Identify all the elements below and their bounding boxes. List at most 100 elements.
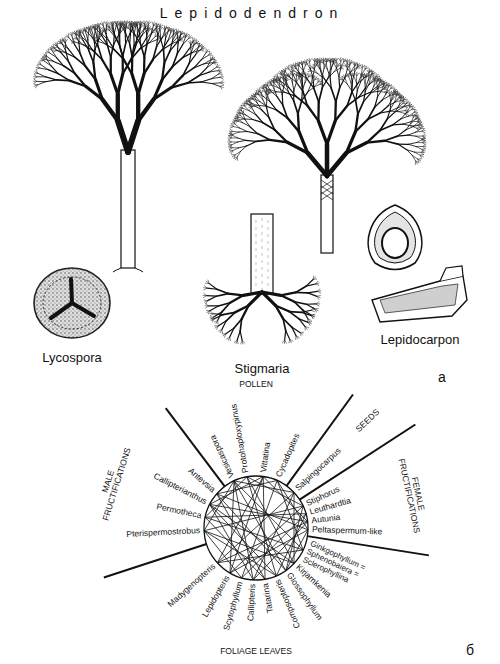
tree-branch (46, 80, 57, 82)
leaf-tuft (214, 321, 218, 323)
leaf-tuft (62, 38, 64, 41)
tree-branch (199, 72, 209, 76)
tree-branch (398, 144, 407, 150)
tree-branch (375, 100, 383, 107)
leaf-tuft (310, 59, 312, 62)
leaf-tuft (210, 318, 214, 320)
trunk-hatching (321, 180, 333, 200)
leaf-tuft (223, 334, 226, 336)
leaf-tuft (79, 32, 81, 36)
leaf-tuft (345, 59, 347, 62)
leaf-tuft (275, 74, 278, 77)
tree-branch (281, 295, 295, 302)
tree-branch (368, 113, 380, 119)
tree-branch (275, 305, 283, 318)
leaf-tuft (42, 59, 46, 60)
leaf-tuft (50, 47, 52, 50)
tree-branch (119, 36, 120, 47)
tree-branch (116, 94, 120, 120)
tree-branch (327, 121, 335, 144)
tree-branch (336, 88, 340, 102)
leaf-tuft (219, 72, 222, 74)
tree-branch (380, 125, 393, 131)
tree-branch (98, 47, 102, 60)
leaf-tuft (137, 21, 138, 25)
tree-branch (408, 144, 416, 146)
web-circle (204, 476, 308, 580)
tree-branch (87, 41, 93, 50)
leaf-tuft (213, 62, 217, 63)
tree-branch (216, 294, 228, 297)
leaf-tuft (108, 26, 109, 30)
tree-branch (349, 77, 351, 83)
taxon-label: Autunia (311, 513, 341, 526)
tree-branch (79, 43, 80, 54)
tree-branch (294, 302, 303, 311)
tree-branch (321, 71, 324, 79)
tree-branch (306, 304, 315, 309)
leaf-tuft (93, 41, 97, 42)
taxon-label: Peltaspermum-like (312, 525, 383, 537)
tree-branch (228, 294, 243, 296)
tree-branch (308, 153, 327, 176)
leaf-tuft (60, 40, 61, 44)
tree-branch (234, 319, 242, 328)
tree-branch (90, 30, 93, 38)
tree-branch (349, 66, 351, 73)
leaf-tuft (282, 340, 285, 343)
leaf-tuft (177, 31, 179, 34)
leaf-tuft (288, 339, 290, 343)
tree-branch (408, 135, 416, 136)
tree-branch (270, 92, 277, 93)
tree-branch (124, 59, 132, 74)
leaf-tuft (316, 284, 320, 285)
figure-label: Stigmaria (235, 362, 290, 377)
tree-branch (126, 34, 130, 44)
tree-branch (201, 82, 212, 84)
leaf-tuft (205, 306, 208, 308)
leaf-tuft (204, 301, 208, 303)
tree-branch (407, 150, 413, 156)
leaf-tuft (317, 296, 319, 299)
tree-branch (238, 138, 246, 140)
leaf-tuft (308, 322, 310, 325)
tree-branch (232, 135, 238, 138)
tree-branch (395, 97, 399, 102)
leaf-tuft (168, 28, 171, 30)
leaf-tuft (230, 129, 233, 132)
tree-branch (351, 83, 353, 91)
tree-crowns (33, 20, 427, 344)
leaf-tuft (249, 105, 253, 107)
affinity-chord (210, 504, 277, 575)
tree-branch (406, 109, 411, 112)
tree-branch (105, 32, 108, 40)
taxon-label: Callipteris (246, 584, 258, 622)
tree-branch (38, 73, 46, 77)
leaf-tuft (125, 22, 127, 25)
leaf-tuft (145, 21, 147, 25)
leaf-tuft (220, 83, 223, 85)
tree-branch (173, 58, 183, 67)
leaf-tuft (331, 59, 333, 62)
leaf-tuft (193, 41, 194, 45)
tree-branch (68, 49, 75, 58)
tree-branch (249, 292, 262, 305)
leaf-tuft (180, 31, 181, 35)
tree-branch (178, 35, 181, 43)
leaf-tuft (57, 44, 58, 48)
tree-branch (278, 77, 282, 82)
leaf-tuft (173, 29, 176, 32)
leaf-tuft (128, 25, 130, 29)
leaf-tuft (125, 21, 127, 25)
tree-branch (233, 132, 239, 134)
leaf-tuft (334, 58, 336, 61)
leaf-tuft (416, 161, 418, 164)
tree-branch (269, 117, 275, 129)
tree-branch (58, 47, 65, 52)
tree-branch (382, 86, 386, 90)
leaf-tuft (341, 58, 343, 61)
tree-branch (212, 84, 220, 87)
leaf-tuft (355, 63, 357, 66)
leaf-tuft (412, 107, 415, 109)
leaf-tuft (419, 124, 423, 125)
